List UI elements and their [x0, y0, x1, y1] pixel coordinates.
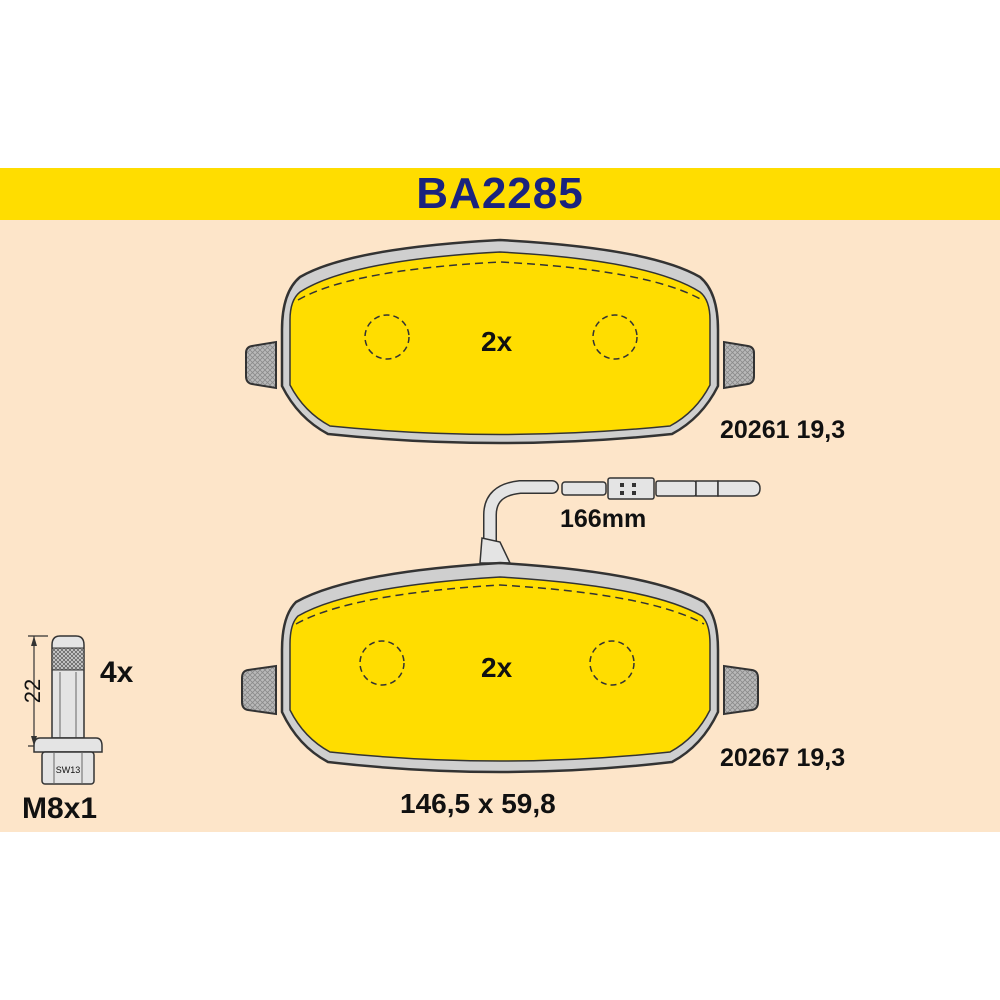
- bolt-wrench-size: SW13: [56, 765, 81, 775]
- bottom-pad-thickness: 19,3: [796, 744, 846, 772]
- sensor-tip: [717, 480, 761, 497]
- title-band: [0, 168, 1000, 220]
- top-pad-quantity: 2x: [481, 326, 513, 357]
- bottom-pad-part-number: 20267: [720, 744, 790, 772]
- bottom-pad-spec: 20267 19,3: [720, 744, 845, 773]
- bolt-head: [41, 751, 95, 785]
- bolt-quantity: 4x: [100, 656, 134, 689]
- bolt-drawing: SW13 22: [20, 635, 103, 785]
- pad-bottom-wear-line: [295, 584, 705, 625]
- bolt-thread-size: M8x1: [22, 792, 98, 825]
- pad-top-right-ear: [723, 340, 755, 390]
- brake-pad-top: [245, 238, 755, 445]
- wear-sensor: [479, 477, 761, 564]
- sensor-connector: [607, 477, 655, 500]
- pad-bottom-hole-right: [589, 640, 635, 686]
- bottom-pad-quantity: 2x: [481, 652, 513, 683]
- pad-top-hole-right: [592, 314, 638, 360]
- sensor-plug: [655, 480, 697, 497]
- pad-top-wear-line: [297, 261, 703, 301]
- sensor-length: 166mm: [560, 505, 647, 533]
- pad-bottom-hole-left: [359, 640, 405, 686]
- pad-bottom-right-ear: [723, 664, 759, 716]
- pad-top-hole-left: [364, 314, 410, 360]
- part-title: BA2285: [416, 169, 584, 218]
- top-pad-part-number: 20261: [720, 416, 790, 444]
- pad-bottom-left-ear: [241, 664, 277, 716]
- pad-top-friction: [289, 251, 711, 436]
- top-pad-thickness: 19,3: [796, 416, 846, 444]
- pad-top-left-ear: [245, 340, 277, 390]
- sensor-wire-segment: [561, 481, 607, 496]
- pad-bottom-friction: [289, 576, 711, 762]
- bolt-length: 22: [20, 679, 45, 703]
- bottom-pad-dimensions: 146,5 x 59,8: [400, 788, 556, 819]
- brake-pad-bottom: [241, 561, 759, 774]
- bolt-thread: [51, 647, 85, 671]
- top-pad-spec: 20261 19,3: [720, 416, 845, 445]
- sensor-clip: [479, 537, 512, 564]
- bolt-flange: [33, 737, 103, 753]
